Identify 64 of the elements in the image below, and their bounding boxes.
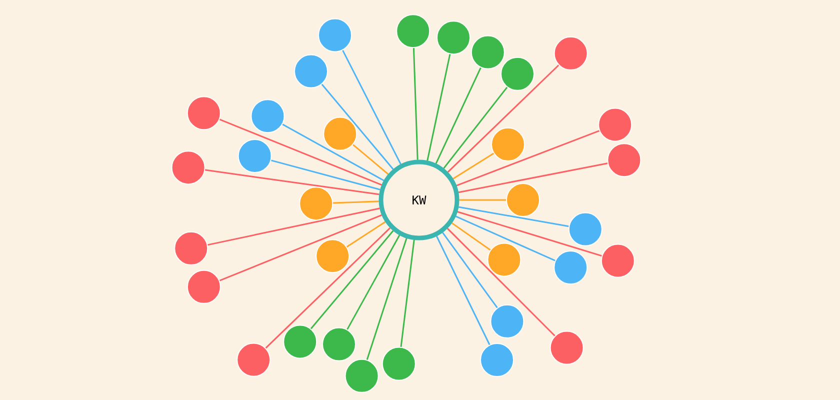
connector-line — [219, 118, 382, 186]
connector-line — [435, 67, 482, 164]
circle-node — [550, 330, 584, 365]
connector-line — [426, 54, 451, 161]
connector-line — [458, 162, 608, 194]
circle-node — [344, 358, 379, 393]
connector-line — [455, 216, 556, 262]
circle-node — [186, 270, 221, 304]
circle-node — [382, 346, 416, 381]
circle-node — [174, 231, 208, 266]
circle-node — [436, 20, 470, 55]
connector-line — [459, 199, 506, 201]
circle-node — [238, 139, 272, 173]
circle-node — [500, 56, 534, 91]
circle-node — [299, 186, 334, 221]
connector-line — [452, 222, 491, 251]
circle-node — [294, 54, 328, 88]
connector-line — [443, 86, 508, 169]
circle-node — [318, 18, 352, 52]
circle-node — [506, 183, 540, 217]
circle-node — [490, 304, 524, 338]
connector-line — [400, 240, 415, 348]
connector-line — [352, 144, 389, 175]
circle-node — [480, 343, 514, 377]
circle-node — [487, 242, 522, 277]
connector-line — [270, 160, 380, 190]
connector-line — [265, 227, 391, 349]
circle-node — [491, 127, 525, 162]
circle-node — [598, 108, 632, 142]
connector-line — [346, 221, 386, 248]
connector-line — [456, 130, 600, 186]
circle-node — [554, 250, 588, 284]
circle-node — [316, 239, 350, 274]
connector-line — [447, 64, 560, 173]
connector-line — [452, 152, 494, 180]
connector-line — [346, 234, 400, 330]
connector-line — [310, 230, 394, 330]
connector-line — [366, 238, 408, 360]
circle-node — [396, 14, 430, 48]
circle-node — [568, 212, 602, 246]
connector-line — [282, 124, 384, 182]
circle-node — [250, 99, 285, 134]
connector-line — [332, 200, 379, 204]
circle-node — [323, 116, 358, 151]
circle-node — [322, 327, 356, 362]
connector-line — [219, 214, 382, 282]
connector-line — [412, 48, 418, 160]
circle-node — [236, 342, 271, 377]
connector-line — [204, 169, 380, 196]
circle-node — [470, 35, 505, 70]
connector-line — [436, 236, 490, 346]
circle-node — [554, 36, 588, 70]
connector-line — [342, 50, 402, 165]
circle-node — [607, 143, 642, 178]
circle-node — [186, 96, 221, 130]
connector-line — [457, 211, 602, 257]
connector-line — [321, 84, 394, 170]
connector-line — [207, 208, 380, 246]
connector-line — [446, 228, 556, 337]
circle-node — [600, 244, 635, 278]
connector-line — [442, 232, 498, 308]
circle-node — [171, 150, 206, 185]
circle-node — [283, 324, 318, 359]
connector-line — [458, 206, 570, 228]
